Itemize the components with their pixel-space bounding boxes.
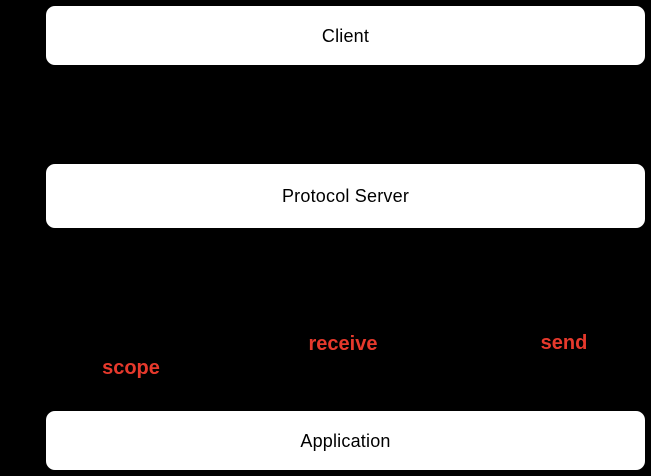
annotation-scope: scope [102, 357, 160, 379]
annotation-send: send [540, 332, 588, 354]
node-application: Application [45, 410, 646, 471]
node-protocol-server-label: Protocol Server [281, 186, 410, 206]
annotation-receive: receive [308, 333, 378, 355]
node-protocol-server: Protocol Server [45, 163, 646, 229]
node-application-label: Application [300, 430, 391, 451]
node-client-label: Client [321, 25, 370, 46]
node-client: Client [45, 5, 646, 66]
